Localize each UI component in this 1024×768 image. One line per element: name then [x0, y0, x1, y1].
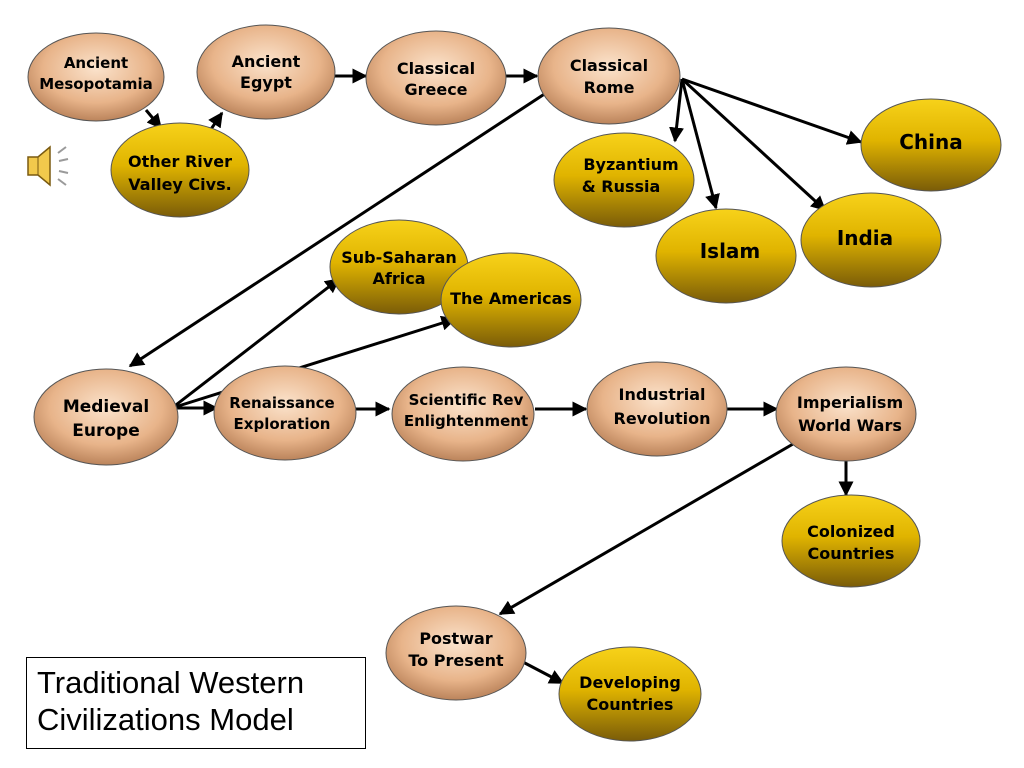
node-medieval-europe: Medieval Europe — [33, 368, 179, 466]
node-label: Scientific Rev — [409, 391, 524, 409]
node-postwar-to-present: Postwar To Present — [385, 605, 527, 701]
node-label: India — [837, 226, 893, 250]
node-label: Sub-Saharan — [341, 248, 457, 267]
node-label: Enlightenment — [404, 412, 528, 430]
node-scientific-rev-enlightenment: Scientific Rev Enlightenment — [391, 366, 535, 462]
node-label: Africa — [373, 269, 426, 288]
node-label: To Present — [408, 651, 504, 670]
node-sub-saharan-africa: Sub-Saharan Africa — [329, 219, 469, 315]
arrow-imperialism-to-postwar — [498, 442, 794, 616]
node-label: Developing — [579, 673, 681, 692]
node-label: Colonized — [807, 522, 895, 541]
node-ancient-mesopotamia: Ancient Mesopotamia — [27, 32, 165, 122]
node-classical-rome: Classical Rome — [537, 27, 681, 125]
speaker-sound-icon[interactable] — [27, 145, 69, 187]
node-label: Byzantium — [583, 155, 678, 174]
caption-line: Civilizations Model — [37, 702, 294, 737]
node-label: & Russia — [582, 177, 661, 196]
nodes: Ancient Mesopotamia Ancient Egypt Classi… — [27, 24, 1002, 742]
arrow-rome-to-india — [680, 77, 827, 212]
node-label: Classical — [570, 56, 648, 75]
arrow-rome-to-byzantium — [669, 78, 684, 143]
node-islam: Islam — [655, 208, 797, 304]
node-label: Classical — [397, 59, 475, 78]
node-industrial-revolution: Industrial Revolution — [586, 361, 728, 457]
arrow-medieval-to-americas — [171, 315, 457, 410]
node-label: Imperialism — [797, 393, 903, 412]
node-label: Renaissance — [229, 394, 334, 412]
node-label: China — [899, 130, 963, 154]
node-label: Revolution — [614, 409, 711, 428]
arrow-postwar-to-developing — [520, 659, 565, 685]
node-label: Greece — [404, 80, 467, 99]
node-label: Exploration — [234, 415, 331, 433]
node-label: Ancient — [64, 54, 128, 72]
node-label: Ancient — [232, 52, 301, 71]
node-the-americas: The Americas — [440, 252, 582, 348]
node-label: World Wars — [798, 416, 902, 435]
node-label: Islam — [700, 239, 761, 263]
node-ancient-egypt: Ancient Egypt — [196, 24, 336, 120]
caption-box: Traditional Western Civilizations Model — [26, 657, 366, 749]
node-colonized-countries: Colonized Countries — [781, 494, 921, 588]
node-label: Mesopotamia — [39, 75, 153, 93]
node-renaissance-exploration: Renaissance Exploration — [213, 365, 357, 461]
arrow-rome-to-islam — [680, 78, 720, 210]
caption-line: Traditional Western — [37, 665, 305, 700]
node-byzantium-russia: Byzantium & Russia — [553, 132, 695, 228]
node-label: Rome — [584, 78, 635, 97]
node-imperialism-world-wars: Imperialism World Wars — [775, 366, 917, 462]
node-label: The Americas — [450, 289, 572, 308]
arrow-rome-to-china — [681, 77, 863, 145]
arrow-rome-to-medieval — [128, 91, 547, 368]
node-label: Industrial — [618, 385, 705, 404]
node-developing-countries: Developing Countries — [558, 646, 702, 742]
node-classical-greece: Classical Greece — [365, 30, 507, 126]
arrows — [128, 68, 863, 685]
node-label: Valley Civs. — [128, 175, 231, 194]
node-china: China — [860, 98, 1002, 192]
node-label: Postwar — [419, 629, 492, 648]
node-other-river-valley-civs: Other River Valley Civs. — [110, 122, 250, 218]
node-label: Egypt — [240, 73, 292, 92]
node-india: India — [800, 192, 942, 288]
arrow-medieval-to-africa — [171, 277, 341, 410]
node-label: Countries — [587, 695, 674, 714]
node-label: Other River — [128, 152, 232, 171]
node-label: Medieval — [63, 397, 149, 417]
node-label: Europe — [72, 421, 139, 441]
node-label: Countries — [808, 544, 895, 563]
